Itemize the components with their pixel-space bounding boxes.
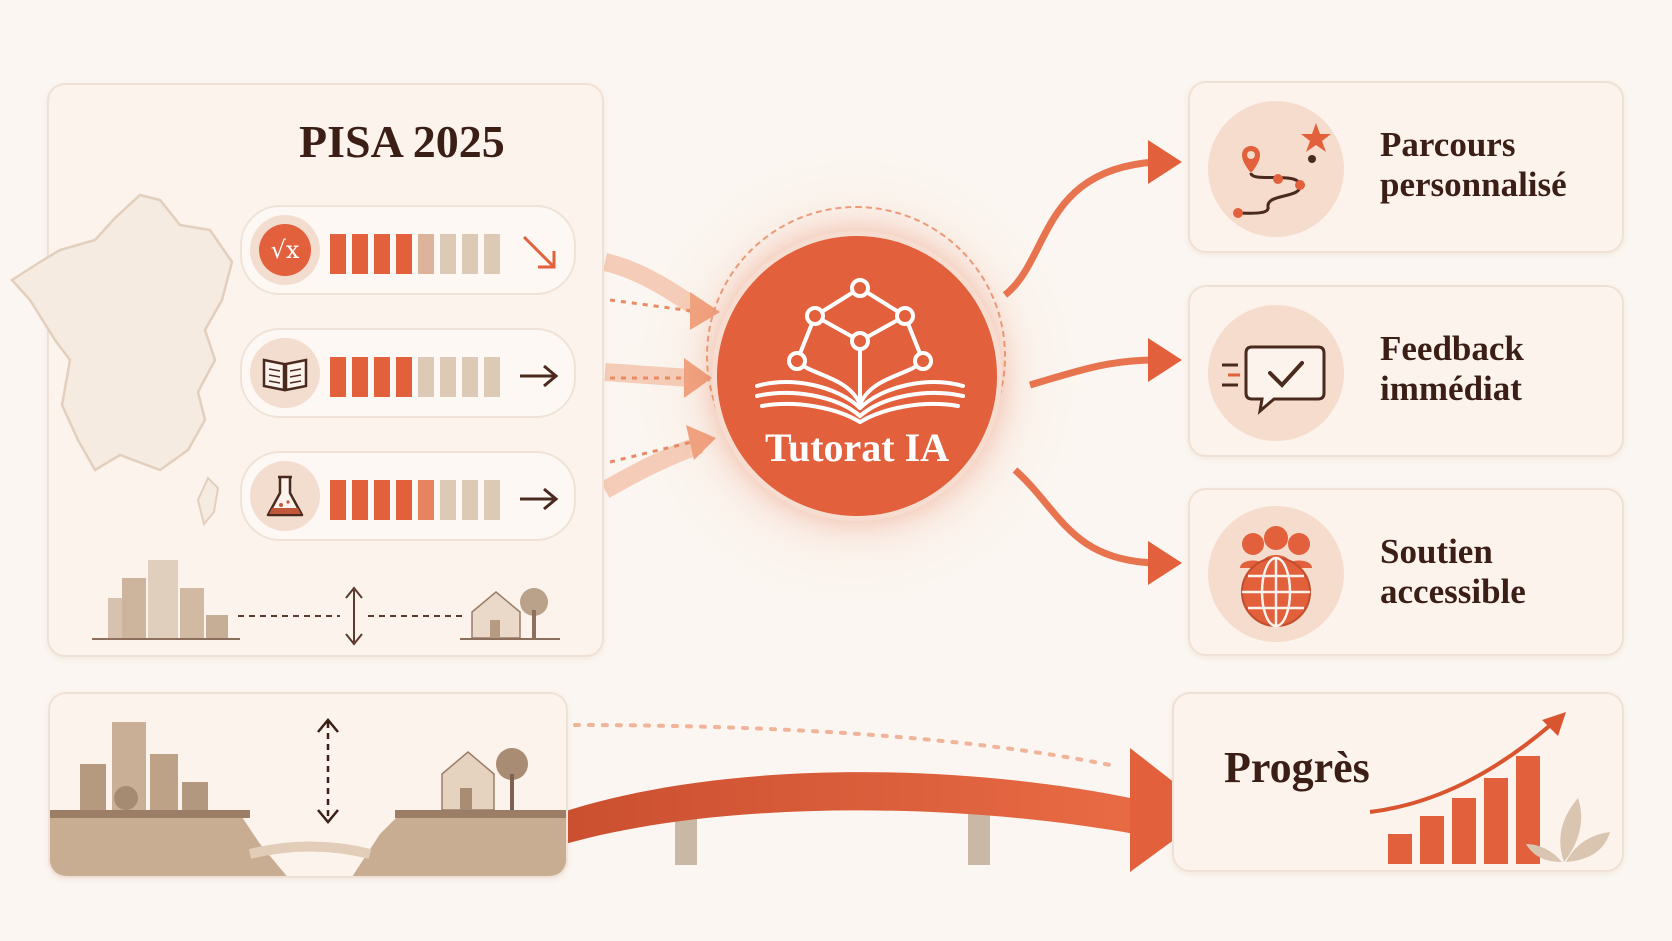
rising-bars-icon [1369, 712, 1610, 864]
trend-down-arrow-icon [522, 235, 556, 269]
input-arrow-2 [604, 358, 712, 398]
vertical-gap-arrow-icon [317, 718, 339, 824]
benefit-label: Soutien accessible [1380, 532, 1526, 611]
input-arrow-3 [600, 425, 716, 498]
input-arrow-1 [602, 253, 720, 330]
people-globe-icon [1208, 506, 1344, 642]
reading-level-bars [330, 357, 559, 397]
trend-flat-arrow-icon [520, 487, 559, 511]
science-level-bars [330, 480, 559, 520]
benefit-label: Feedback immédiat [1380, 329, 1524, 408]
territorial-gap-card [48, 692, 568, 878]
book-network-icon [755, 278, 965, 424]
bridge-arrow [540, 748, 1212, 872]
flask-icon [250, 461, 320, 531]
math-level-bars [330, 234, 556, 274]
square-root-symbol: √x [259, 224, 311, 276]
square-root-icon: √x [250, 215, 320, 285]
trend-flat-arrow-icon [520, 364, 559, 388]
pisa-title: PISA 2025 [299, 116, 505, 167]
chat-check-icon [1208, 305, 1344, 441]
leaf-plant-icon [1526, 798, 1610, 862]
pisa-row-science [240, 451, 576, 541]
progress-card: Progrès [1172, 692, 1624, 872]
pisa-row-reading [240, 328, 576, 418]
output-arrow-3 [1012, 467, 1182, 585]
hub-circle: Tutorat IA [712, 231, 1002, 521]
route-icon [1208, 101, 1344, 237]
output-arrow-2 [1028, 338, 1182, 389]
village-house-icon [441, 748, 528, 811]
benefit-card-accessible-support: Soutien accessible [1188, 488, 1624, 656]
open-book-icon [250, 338, 320, 408]
pisa-row-math: √x [240, 205, 576, 295]
output-arrow-1 [1002, 140, 1182, 298]
hub-label: Tutorat IA [764, 425, 950, 470]
dotted-arc [573, 723, 1112, 767]
cliff-gap-illustration [50, 718, 566, 876]
benefit-card-immediate-feedback: Feedback immédiat [1188, 285, 1624, 457]
city-icon [80, 722, 208, 810]
benefit-label: Parcours personnalisé [1380, 125, 1567, 204]
benefit-card-personalized-path: Parcours personnalisé [1188, 81, 1624, 253]
progress-label: Progrès [1224, 743, 1370, 792]
